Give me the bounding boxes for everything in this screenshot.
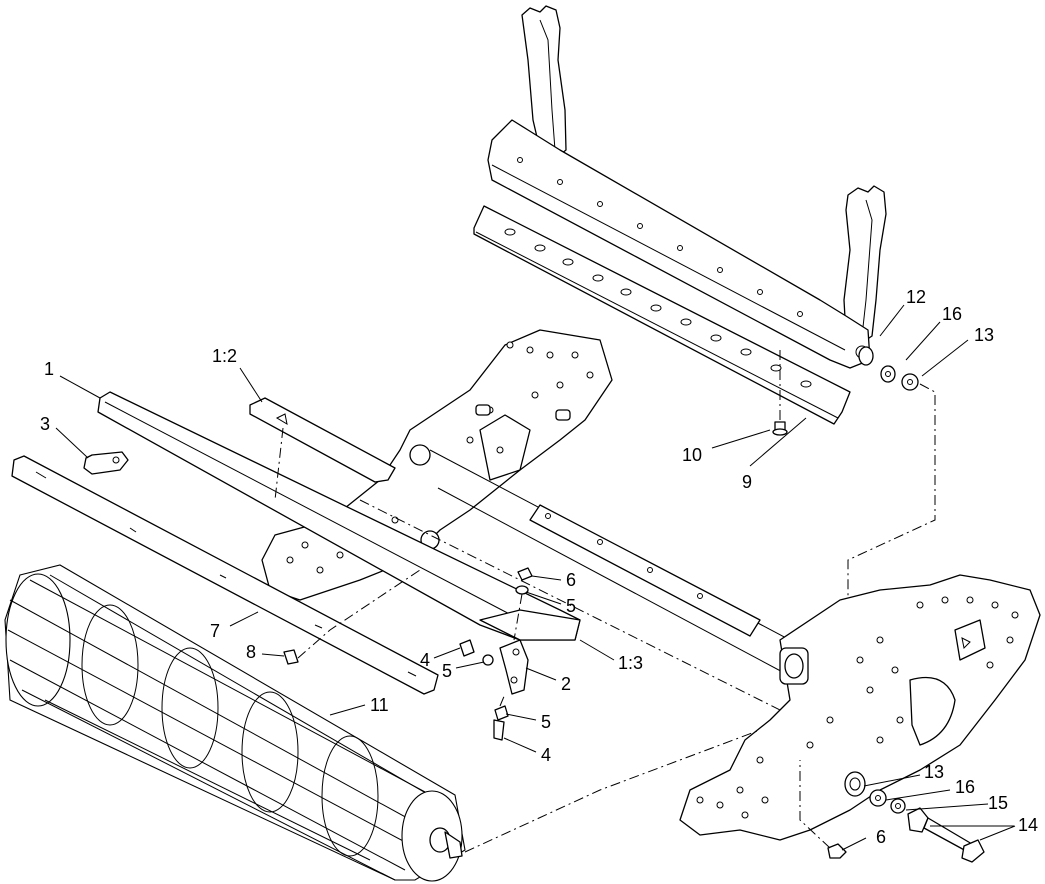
callout-1-2: 1:2 bbox=[212, 346, 237, 366]
callout-7: 7 bbox=[210, 621, 220, 641]
right-side-plate-holes bbox=[696, 596, 1019, 819]
mounting-bracket bbox=[83, 451, 129, 475]
left-side-plate-holes bbox=[286, 341, 594, 574]
callout-5-top: 5 bbox=[566, 596, 576, 616]
bedknife-holes bbox=[504, 228, 812, 388]
callout-12: 12 bbox=[906, 287, 926, 307]
top-side-hardware bbox=[847, 346, 936, 640]
reel-spider-discs bbox=[81, 604, 379, 857]
frame-bar-with-arms bbox=[487, 5, 887, 369]
callout-15: 15 bbox=[988, 793, 1008, 813]
callout-4-mid: 4 bbox=[420, 650, 430, 670]
cross-rod bbox=[359, 449, 801, 721]
bedknife-screw bbox=[772, 350, 788, 436]
strip-screw bbox=[283, 569, 421, 665]
callout-16-top: 16 bbox=[942, 304, 962, 324]
callout-13-bottom: 13 bbox=[924, 762, 944, 782]
leader-lines bbox=[55, 304, 1016, 851]
bedknife bbox=[473, 205, 851, 425]
callout-3: 3 bbox=[40, 414, 50, 434]
callout-1-3: 1:3 bbox=[618, 653, 643, 673]
frame-bar-holes bbox=[517, 157, 803, 317]
callout-5-low: 5 bbox=[541, 712, 551, 732]
callout-13-top: 13 bbox=[974, 325, 994, 345]
callout-5-mid: 5 bbox=[442, 661, 452, 681]
callout-9: 9 bbox=[742, 472, 752, 492]
adjuster-plate bbox=[249, 397, 396, 501]
callout-4-low: 4 bbox=[541, 745, 551, 765]
callout-16-bottom: 16 bbox=[955, 777, 975, 797]
bedbar-channel bbox=[97, 391, 581, 641]
bedbar-strip bbox=[11, 455, 439, 695]
reel-cylinder bbox=[4, 564, 761, 882]
callout-6-bottom: 6 bbox=[876, 827, 886, 847]
callout-6-top: 6 bbox=[566, 570, 576, 590]
callout-2: 2 bbox=[561, 674, 571, 694]
callout-8: 8 bbox=[246, 642, 256, 662]
callout-14: 14 bbox=[1018, 815, 1038, 835]
callout-11: 11 bbox=[370, 695, 389, 715]
callout-1: 1 bbox=[44, 359, 54, 379]
callout-labels: 1 1:2 3 12 16 13 10 9 6 5 7 8 4 5 1:3 2 … bbox=[40, 287, 1038, 847]
adjuster-bracket bbox=[459, 567, 533, 741]
callout-10: 10 bbox=[682, 445, 702, 465]
